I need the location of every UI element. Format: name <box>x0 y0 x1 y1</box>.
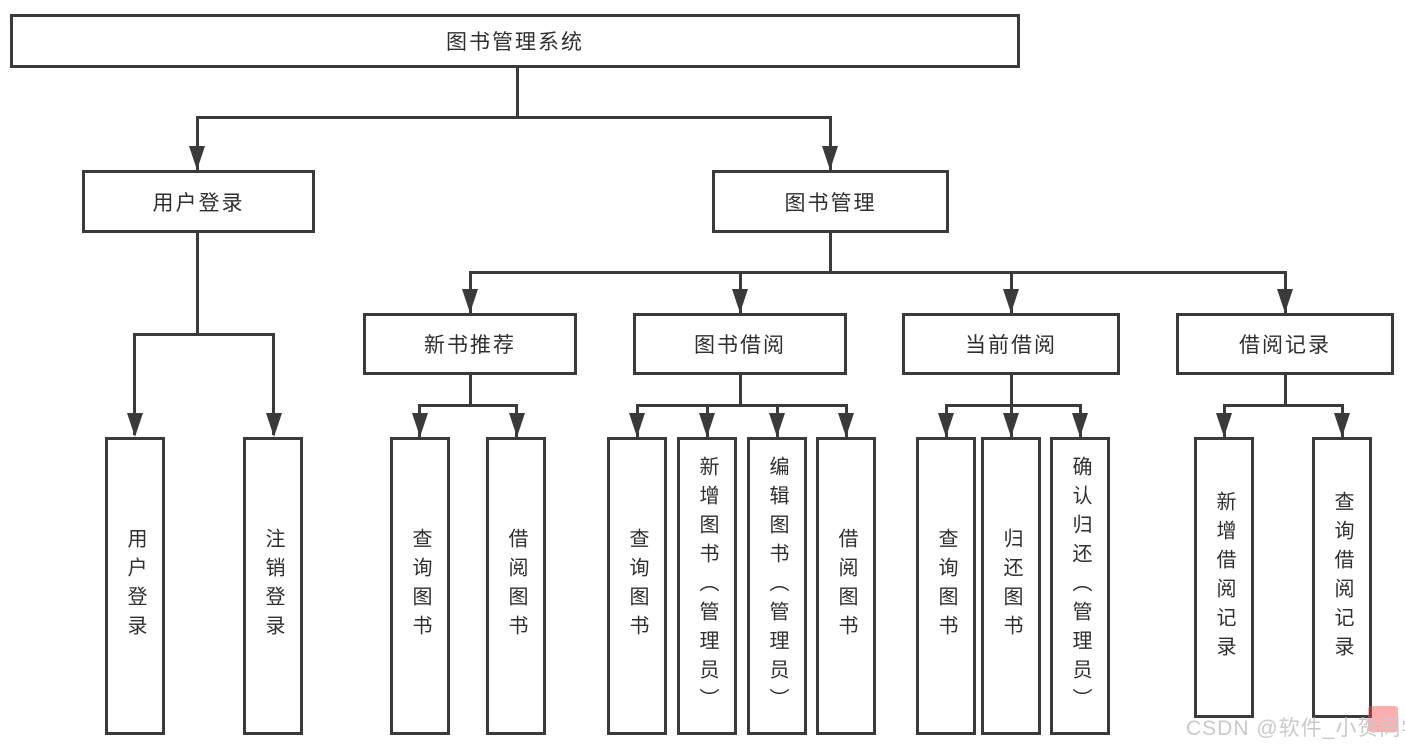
leaf-logout: 注销登录 <box>243 437 303 735</box>
arrow-down-icon <box>1003 413 1019 437</box>
leaf-label: 借阅图书 <box>835 528 857 644</box>
arrow-down-icon <box>266 413 282 437</box>
leaf-label: 查询图书 <box>935 528 957 644</box>
node-user-login: 用户登录 <box>82 170 315 233</box>
leaf-label: 借阅图书 <box>505 528 527 644</box>
connector-user-split <box>133 333 275 336</box>
leaf-edit-book-admin: 编辑图书（管理员） <box>747 437 807 735</box>
connector-user-stem <box>196 233 199 336</box>
arrow-down-icon <box>769 413 785 437</box>
connector-to-user-login <box>196 116 199 170</box>
node-label: 图书管理系统 <box>446 31 584 54</box>
arrow-down-icon <box>822 146 838 170</box>
node-label: 当前借阅 <box>965 334 1057 357</box>
connector-records-stem <box>1284 375 1287 406</box>
leaf-query-borrow-record: 查询借阅记录 <box>1312 437 1372 718</box>
leaf-label: 注销登录 <box>262 528 284 644</box>
leaf-query-books-3: 查询图书 <box>916 437 976 735</box>
leaf-confirm-return-admin: 确认归还（管理员） <box>1050 437 1110 735</box>
node-label: 新书推荐 <box>424 334 516 357</box>
leaf-query-books-2: 查询图书 <box>607 437 667 735</box>
arrow-down-icon <box>1216 413 1232 437</box>
node-label: 用户登录 <box>152 191 245 215</box>
arrow-down-icon <box>732 289 748 313</box>
arrow-down-icon <box>189 146 205 170</box>
arrow-down-icon <box>938 413 954 437</box>
connector-records-split <box>1223 404 1344 407</box>
arrow-down-icon <box>412 413 428 437</box>
connector-root-stem <box>516 67 519 119</box>
node-borrow-records: 借阅记录 <box>1176 313 1394 375</box>
connector-borrowing-stem <box>739 375 742 406</box>
arrow-down-icon <box>1003 289 1019 313</box>
node-label: 借阅记录 <box>1239 334 1331 357</box>
leaf-add-book-admin: 新增图书（管理员） <box>677 437 737 735</box>
csdn-logo-accent <box>1368 706 1398 732</box>
arrow-down-icon <box>838 413 854 437</box>
leaf-label: 编辑图书（管理员） <box>766 455 788 717</box>
node-book-borrowing: 图书借阅 <box>633 313 847 375</box>
node-current-borrowing: 当前借阅 <box>902 313 1120 375</box>
connector-level1-split <box>196 116 832 119</box>
connector-to-leaf-user-login <box>133 333 136 435</box>
leaf-label: 查询借阅记录 <box>1331 490 1353 665</box>
leaf-label: 新增图书（管理员） <box>696 455 718 717</box>
arrow-down-icon <box>699 413 715 437</box>
connector-to-book-mgmt <box>829 116 832 170</box>
leaf-return-book: 归还图书 <box>981 437 1041 735</box>
node-label: 图书借阅 <box>694 334 786 357</box>
leaf-user-login: 用户登录 <box>105 437 165 735</box>
connector-borrowing-split <box>636 404 848 407</box>
connector-level3-split <box>469 271 1287 274</box>
leaf-borrow-books-1: 借阅图书 <box>486 437 546 735</box>
connector-newbook-split <box>418 404 518 407</box>
connector-mgmt-stem <box>829 233 832 274</box>
connector-to-leaf-logout <box>272 333 275 435</box>
arrow-down-icon <box>127 413 143 437</box>
leaf-label: 归还图书 <box>1000 528 1022 644</box>
leaf-borrow-books-2: 借阅图书 <box>816 437 876 735</box>
node-book-management: 图书管理 <box>712 170 949 233</box>
leaf-label: 用户登录 <box>124 528 146 644</box>
arrow-down-icon <box>629 413 645 437</box>
leaf-query-books-1: 查询图书 <box>390 437 450 735</box>
node-root-library-system: 图书管理系统 <box>10 14 1020 68</box>
arrow-down-icon <box>462 289 478 313</box>
leaf-label: 查询图书 <box>409 528 431 644</box>
leaf-label: 新增借阅记录 <box>1213 490 1235 665</box>
arrow-down-icon <box>1072 413 1088 437</box>
node-new-book-recommend: 新书推荐 <box>363 313 577 375</box>
leaf-label: 查询图书 <box>626 528 648 644</box>
leaf-label: 确认归还（管理员） <box>1069 455 1091 717</box>
watermark-text: CSDN @软件_小贺同学 <box>1186 717 1405 740</box>
arrow-down-icon <box>1334 413 1350 437</box>
connector-current-stem <box>1010 375 1013 406</box>
connector-current-split <box>945 404 1082 407</box>
node-label: 图书管理 <box>784 191 877 215</box>
arrow-down-icon <box>1277 289 1293 313</box>
leaf-add-borrow-record: 新增借阅记录 <box>1194 437 1254 718</box>
arrow-down-icon <box>509 413 525 437</box>
connector-newbook-stem <box>469 375 472 406</box>
